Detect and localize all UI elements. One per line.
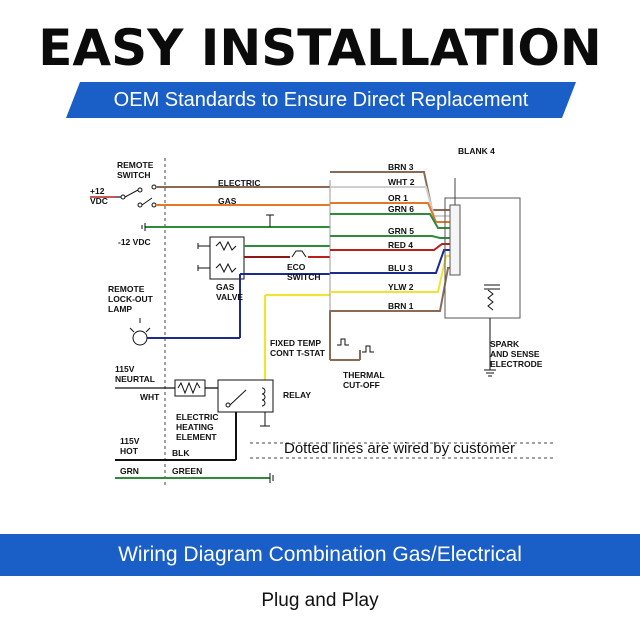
plus-12vdc-label: +12 (90, 186, 105, 196)
lockout-lamp-label: REMOTE (108, 284, 145, 294)
svg-text:RELAY: RELAY (283, 390, 311, 400)
wire-label: YLW 2 (388, 282, 414, 292)
caption-text: Wiring Diagram Combination Gas/Electrica… (118, 543, 522, 566)
relay (217, 379, 274, 427)
caption-banner: Wiring Diagram Combination Gas/Electrica… (0, 534, 640, 576)
wire-label: OR 1 (388, 193, 408, 203)
subtitle-banner: OEM Standards to Ensure Direct Replaceme… (66, 82, 576, 118)
wire-label: BLU 3 (388, 263, 413, 273)
wire-grn-6 (330, 213, 450, 229)
svg-text:GRN: GRN (120, 466, 139, 476)
neutral-label: 115V (115, 364, 135, 374)
svg-text:-12 VDC: -12 VDC (118, 237, 151, 247)
wire-grn-5 (330, 235, 450, 239)
wire-label: GRN 5 (388, 226, 414, 236)
remote-lockout-lamp (129, 318, 151, 346)
blank-4-label: BLANK 4 (458, 146, 495, 156)
hot-label: 115V (120, 436, 140, 446)
electric-heating-element (174, 379, 206, 397)
electric-label: ELECTRIC (218, 178, 261, 188)
eco-switch (291, 250, 307, 258)
wire-label: RED 4 (388, 240, 413, 250)
wire-wht-2 (330, 186, 450, 217)
wht-label: WHT (140, 392, 160, 402)
fixed-temp-label: FIXED TEMP (270, 338, 321, 348)
wire-brn-1 (330, 267, 450, 312)
svg-text:Dotted lines are wired by cust: Dotted lines are wired by customer (284, 440, 515, 457)
spark-electrode-label: SPARK (490, 339, 520, 349)
green-label: GREEN (172, 466, 202, 476)
svg-text:GAS: GAS (218, 196, 237, 206)
spark-electrode (484, 284, 500, 377)
eco-switch-label: ECO (287, 262, 306, 272)
svg-text:GREEN: GREEN (172, 466, 202, 476)
wire-or-1 (330, 202, 450, 223)
svg-text:ELECTRIC: ELECTRIC (218, 178, 261, 188)
blk-label: BLK (172, 448, 190, 458)
svg-text:BLANK 4: BLANK 4 (458, 146, 495, 156)
svg-text:BLK: BLK (172, 448, 190, 458)
wire-blu-3 (330, 249, 450, 274)
wire-label: BRN 1 (388, 301, 414, 311)
grn-label: GRN (120, 466, 139, 476)
wire-label: WHT 2 (388, 177, 415, 187)
thermal-cutoff-label: THERMAL (343, 370, 385, 380)
gas-valve (197, 236, 245, 280)
wire-ylw-2 (330, 255, 450, 293)
svg-text:WHT: WHT (140, 392, 160, 402)
wire-red-4 (330, 243, 450, 251)
page-title: EASY INSTALLATION (38, 19, 602, 77)
relay-label: RELAY (283, 390, 311, 400)
minus-12vdc-label: -12 VDC (118, 237, 151, 247)
gas-label: GAS (218, 196, 237, 206)
remote-switch (90, 184, 330, 208)
wire-label: BRN 3 (388, 162, 414, 172)
subtitle-text: OEM Standards to Ensure Direct Replaceme… (113, 89, 529, 111)
gas-valve-label: GAS (216, 282, 235, 292)
wire-label: GRN 6 (388, 204, 414, 214)
remote-switch-label: REMOTE (117, 160, 154, 170)
tagline: Plug and Play (261, 590, 379, 611)
dotted-lines-note: Dotted lines are wired by customer (284, 440, 515, 457)
heating-element-label: ELECTRIC (176, 412, 219, 422)
